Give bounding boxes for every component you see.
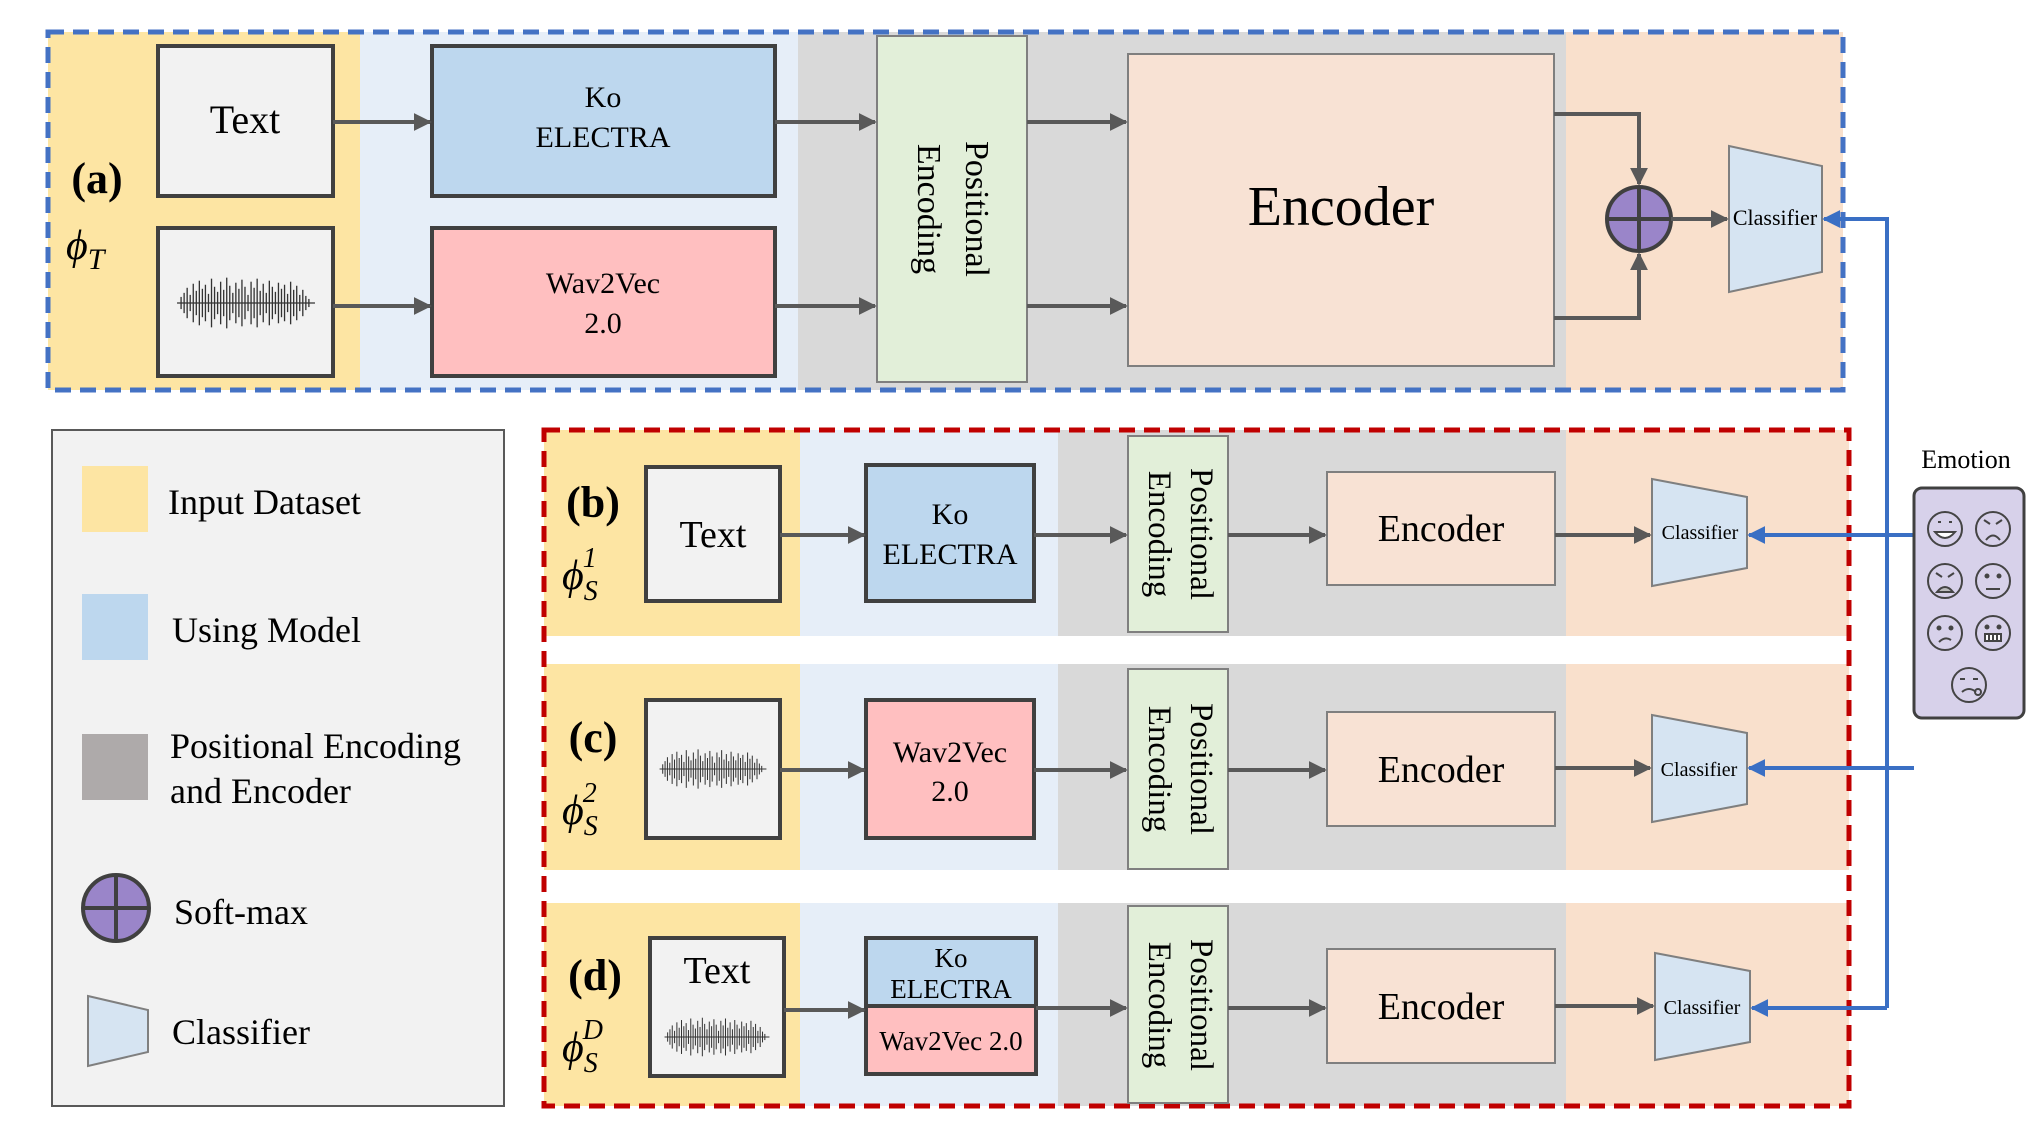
panel-b-classifier (1651, 477, 1748, 588)
panel-c-classifier (1651, 713, 1748, 824)
panel-d-text-label: Text (684, 950, 751, 992)
panel-d-koelectra (864, 936, 1038, 1008)
panel-b-pe-line1: Positional (1183, 468, 1219, 600)
panel-a-encoder (1127, 53, 1555, 367)
panel-a-tag: (a) (71, 154, 122, 203)
panel-d: (d) ϕSD Text Ko ELECTRA Wav2Vec 2.0 Posi… (562, 905, 1751, 1104)
legend-pe-label-line2: and Encoder (170, 771, 351, 811)
panel-b-positional-encoding (1127, 435, 1229, 633)
panel-a-wav2vec-line1: Wav2Vec (546, 267, 660, 300)
panel-a-arrows (333, 112, 1729, 320)
happy-face-icon (1927, 511, 1963, 547)
legend-classifier-icon (87, 994, 149, 1068)
panel-a-classifier-label: Classifier (1733, 205, 1818, 230)
panel-d-pe-line1: Positional (1183, 939, 1219, 1071)
panel-a-wav2vec-line2: 2.0 (584, 307, 622, 340)
legend-pe-label-line1: Positional Encoding (170, 726, 461, 766)
panel-b-koelectra (864, 463, 1036, 603)
angry-face-icon (1975, 511, 2011, 547)
panel-a-phi: ϕT (66, 223, 107, 276)
panel-c-wav2vec (864, 698, 1036, 840)
legend-softmax-label: Soft-max (174, 892, 308, 932)
panel-c-encoder-label: Encoder (1378, 749, 1505, 791)
panel-c-phi: ϕS2 (562, 778, 598, 842)
panel-c-arrows (780, 759, 1652, 779)
panel-a: (a) ϕT Text Ko ELECTRA Wav2Vec 2.0 Posit… (45, 29, 1846, 393)
panel-b-pe-line2: Encoding (1141, 471, 1177, 597)
panel-c-tag: (c) (569, 713, 618, 762)
panel-a-positional-encoding (876, 35, 1028, 383)
panel-a-pe-line2: Encoding (910, 144, 947, 274)
teacher-border (45, 29, 1846, 393)
panel-b-tag: (b) (566, 478, 620, 527)
panel-a-text-label: Text (210, 97, 281, 142)
panel-c-model-line2: 2.0 (931, 775, 969, 808)
panel-a-classifier (1728, 144, 1823, 294)
panel-b-text-input (644, 465, 782, 603)
panel-c-pe-line2: Encoding (1141, 706, 1177, 832)
panel-b-model-line1: Ko (932, 498, 969, 531)
legend-pe-swatch (82, 734, 148, 800)
panel-d-multimodal-input (648, 936, 786, 1078)
panel-d-classifier-label: Classifier (1664, 997, 1741, 1019)
panel-b-encoder (1326, 471, 1556, 586)
panel-c-model-line1: Wav2Vec (893, 736, 1007, 769)
legend-softmax-icon (81, 873, 151, 943)
panel-c-pe-line1: Positional (1183, 703, 1219, 835)
panel-d-classifier (1654, 951, 1751, 1062)
panel-d-ko-line1: Ko (935, 943, 968, 973)
panel-a-pe-line1: Positional (958, 141, 995, 277)
neutral-face-icon (1975, 563, 2011, 599)
panel-d-arrows (784, 997, 1655, 1019)
disgusted-face-icon (1951, 667, 1987, 703)
panel-b-model-line2: ELECTRA (883, 538, 1018, 571)
legend-model-swatch (82, 594, 148, 660)
panel-b-phi: ϕS1 (562, 543, 598, 607)
softmax-icon (1605, 185, 1673, 253)
legend-model-label: Using Model (172, 610, 361, 650)
grimace-face-icon (1975, 615, 2011, 651)
panel-d-tag: (d) (568, 951, 622, 1000)
panel-a-wav2vec (430, 226, 777, 378)
panel-a-koelectra-line1: Ko (585, 81, 622, 114)
panel-c-positional-encoding (1127, 668, 1229, 870)
panel-d-encoder-label: Encoder (1378, 986, 1505, 1028)
sad-face-icon (1927, 615, 1963, 651)
emotion-panel: Emotion (1912, 445, 2026, 720)
panel-b-classifier-label: Classifier (1662, 522, 1739, 544)
panel-d-wav2vec (864, 1004, 1038, 1076)
panel-a-koelectra (430, 44, 777, 198)
emotion-label-links (1747, 210, 1914, 1017)
panel-a-encoder-label: Encoder (1248, 176, 1435, 238)
legend-input-label: Input Dataset (168, 482, 361, 522)
panel-b: (b) ϕS1 Text Ko ELECTRA Positional Encod… (562, 435, 1748, 633)
panel-d-pe-line2: Encoding (1141, 942, 1177, 1068)
panel-b-text-label: Text (680, 514, 747, 556)
legend-classifier-label: Classifier (172, 1012, 310, 1052)
legend: Input Dataset Using Model Positional Enc… (51, 429, 505, 1107)
emotion-title: Emotion (1921, 445, 2011, 474)
panel-d-wav2vec-label: Wav2Vec 2.0 (879, 1026, 1022, 1056)
panel-a-text-input (156, 44, 335, 198)
panel-c: (c) ϕS2 Wav2Vec 2.0 Positional Encoding … (562, 668, 1748, 870)
panel-d-phi: ϕSD (562, 1015, 603, 1079)
student-border (541, 427, 1852, 1109)
panel-a-koelectra-line2: ELECTRA (536, 121, 671, 154)
panel-b-encoder-label: Encoder (1378, 508, 1505, 550)
panel-c-encoder (1326, 711, 1556, 827)
furious-face-icon (1927, 563, 1963, 599)
emotion-box (1912, 486, 2026, 720)
panel-c-classifier-label: Classifier (1661, 759, 1738, 781)
panel-d-ko-line2: ELECTRA (890, 974, 1012, 1004)
panel-d-positional-encoding (1127, 905, 1229, 1104)
legend-input-swatch (82, 466, 148, 532)
